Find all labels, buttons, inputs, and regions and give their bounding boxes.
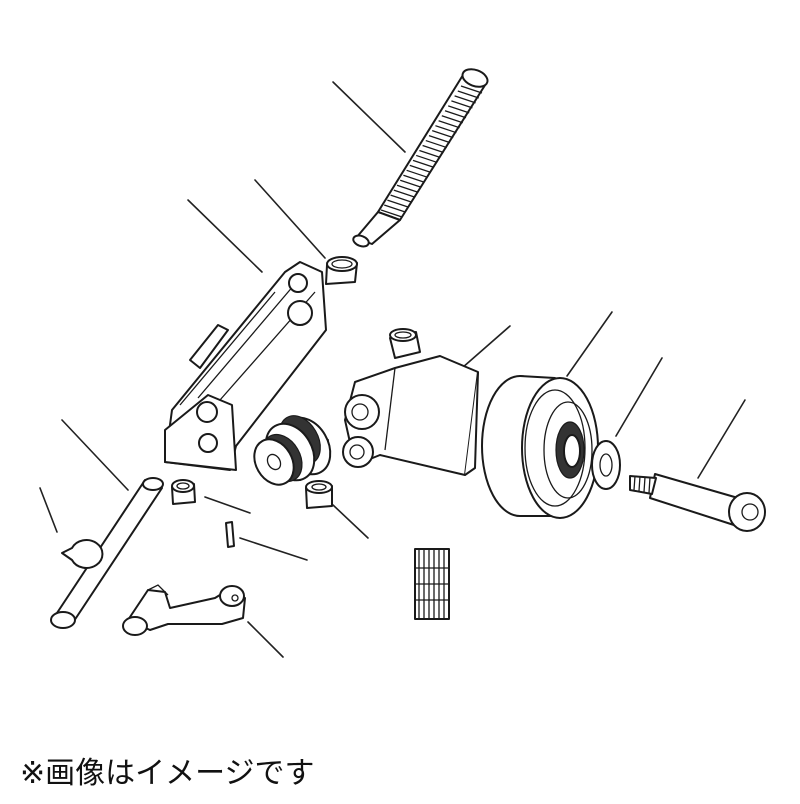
leader-wheel: [566, 311, 613, 377]
screw-thread-line: [444, 110, 467, 119]
screw-thread-line: [393, 189, 416, 198]
screw-thread-line: [383, 204, 406, 213]
guide-roller: [253, 415, 332, 486]
handle-lever: [122, 584, 246, 636]
screw-thread-line: [409, 164, 432, 173]
threaded-screw: [352, 68, 489, 248]
screw-thread-line: [460, 85, 483, 94]
roll-pin: [225, 521, 235, 548]
screw-thread-line: [387, 199, 409, 208]
screw-thread-line: [438, 120, 460, 129]
leader-eclip: [39, 487, 58, 533]
screw-thread-line: [447, 105, 470, 114]
leader-bolt: [697, 399, 746, 479]
screw-thread-line: [399, 179, 422, 188]
screw-thread-line: [441, 115, 464, 124]
screw-thread-line: [454, 95, 476, 104]
leader-bushing-top: [254, 179, 326, 259]
screw-thread-line: [422, 144, 444, 154]
pivot-pin: [50, 477, 164, 629]
screw-thread-line: [415, 154, 438, 164]
washer: [591, 440, 621, 490]
bushing-small-top: [325, 256, 358, 285]
bushing-mid: [305, 480, 333, 509]
bushing-small-right: [389, 328, 421, 359]
e-clip: [61, 539, 104, 569]
screw-thread-line: [390, 194, 412, 203]
screw-thread-line: [406, 169, 428, 178]
leader-screw: [332, 81, 406, 153]
leader-housing: [461, 325, 511, 369]
screw-thread-line: [380, 209, 403, 218]
leader-rollpin: [239, 537, 308, 561]
screw-thread-line: [451, 100, 473, 109]
frame-bracket: [164, 261, 327, 471]
screw-thread-line: [396, 184, 419, 193]
screw-thread-line: [425, 139, 448, 149]
leader-bushing-left: [204, 496, 251, 514]
screw-thread-line: [428, 134, 451, 144]
screw-thread-line: [435, 125, 457, 134]
image-disclaimer-caption: ※画像はイメージです: [20, 756, 315, 791]
screw-thread-line: [419, 149, 441, 159]
leader-pin: [61, 419, 129, 491]
shoulder-bolt: [629, 473, 766, 532]
leader-lines: [39, 81, 746, 658]
cutter-wheel: [481, 375, 599, 519]
spring-stack: [414, 548, 450, 620]
leader-handle: [247, 621, 284, 658]
roller-housing: [342, 355, 479, 476]
bushing-left: [171, 479, 196, 505]
leader-frame: [187, 199, 263, 273]
screw-thread-line: [403, 174, 425, 183]
screw-thread-line: [412, 159, 435, 169]
screw-thread-line: [431, 130, 454, 139]
screw-thread-line: [457, 90, 480, 99]
leader-washer: [615, 357, 663, 437]
leader-bushing-mid: [332, 504, 369, 539]
